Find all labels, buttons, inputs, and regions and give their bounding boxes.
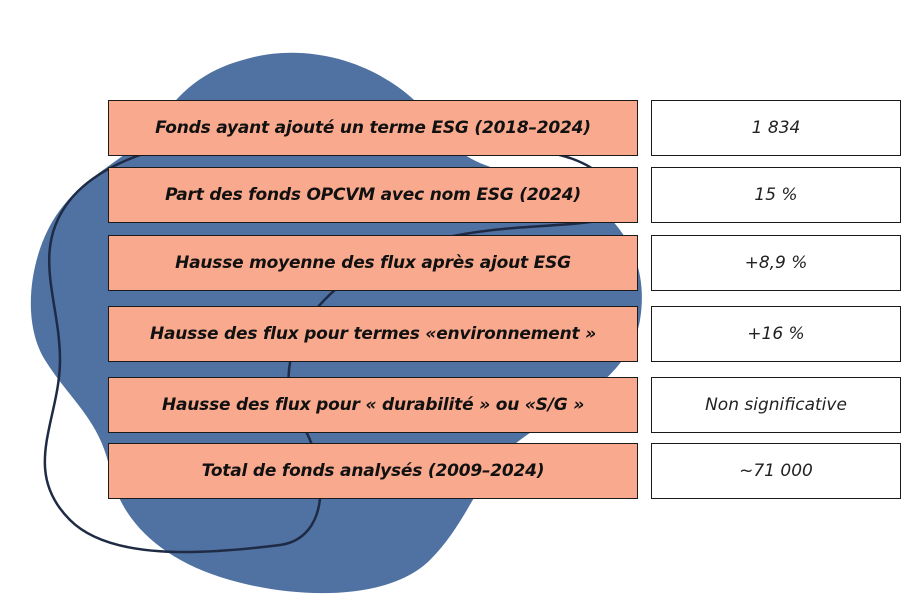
table-row: Total de fonds analysés (2009–2024) ~71 … (108, 443, 901, 501)
row-label: Fonds ayant ajouté un terme ESG (2018–20… (108, 100, 638, 156)
table-row: Part des fonds OPCVM avec nom ESG (2024)… (108, 167, 901, 225)
row-value: Non significative (651, 377, 901, 433)
row-value: 1 834 (651, 100, 901, 156)
table-row: Hausse des flux pour « durabilité » ou «… (108, 377, 901, 435)
row-label: Total de fonds analysés (2009–2024) (108, 443, 638, 499)
row-value: ~71 000 (651, 443, 901, 499)
row-value: +16 % (651, 306, 901, 362)
row-value: 15 % (651, 167, 901, 223)
row-value: +8,9 % (651, 235, 901, 291)
row-label: Hausse moyenne des flux après ajout ESG (108, 235, 638, 291)
table-row: Hausse des flux pour termes «environneme… (108, 306, 901, 364)
table-row: Fonds ayant ajouté un terme ESG (2018–20… (108, 100, 901, 158)
row-label: Hausse des flux pour termes «environneme… (108, 306, 638, 362)
row-label: Part des fonds OPCVM avec nom ESG (2024) (108, 167, 638, 223)
table-row: Hausse moyenne des flux après ajout ESG … (108, 235, 901, 293)
row-label: Hausse des flux pour « durabilité » ou «… (108, 377, 638, 433)
